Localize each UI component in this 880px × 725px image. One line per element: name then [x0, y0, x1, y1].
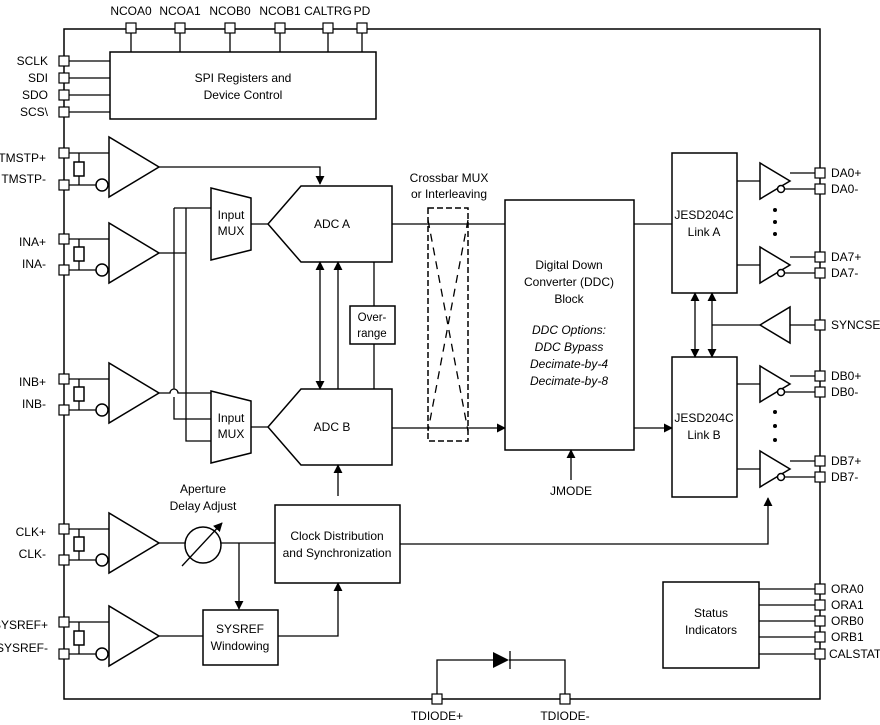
input-mux-b: Input MUX [210, 390, 252, 464]
pin-label-db0-minus: DB0- [831, 385, 858, 399]
sysref-windowing-block: SYSREF Windowing [202, 609, 279, 666]
pin-label-ncoa1: NCOA1 [159, 4, 201, 18]
ddc-block: Digital Down Converter (DDC) Block DDC O… [504, 199, 635, 451]
jesd-link-a: JESD204C Link A [671, 152, 738, 294]
clock-label-line2: and Synchronization [283, 546, 392, 560]
mux-b-label-line2: MUX [218, 427, 245, 441]
spi-title-line1: SPI Registers and [195, 71, 292, 85]
adc-a-label: ADC A [314, 217, 350, 231]
pin-label-pd: PD [354, 4, 371, 18]
overrange-label-line2: range [357, 328, 386, 340]
pin-label-db7-plus: DB7+ [831, 454, 861, 468]
mux-b-label-line1: Input [218, 411, 245, 425]
status-label-line1: Status [694, 606, 728, 620]
status-block: Status Indicators ORA0 ORA1 ORB0 ORB1 CA… [662, 581, 880, 669]
syncse-input: SYNCSE\ [758, 305, 880, 345]
da-outputs: DA0+ DA0- DA7+ DA7- [737, 161, 861, 285]
crossbar-block: Crossbar MUX or Interleaving [392, 171, 505, 442]
pin-label-calstat: CALSTAT [829, 647, 880, 661]
aperture-label-line2: Delay Adjust [170, 499, 237, 513]
spi-block: SPI Registers and Device Control [109, 51, 377, 120]
pin-label-orb1: ORB1 [831, 630, 864, 644]
mux-wiring [159, 207, 211, 442]
pin-label-tdiode-plus: TDIODE+ [411, 709, 463, 723]
db-outputs: DB0+ DB0- DB7+ DB7- [737, 364, 861, 489]
pin-label-sclk: SCLK [17, 54, 48, 68]
input-mux-a: Input MUX [210, 187, 252, 261]
pin-label-ina-minus: INA- [22, 257, 46, 271]
ina-input: INA+ INA- [19, 221, 161, 285]
sysref-win-line1: SYSREF [216, 622, 264, 636]
adc-b-label: ADC B [314, 420, 351, 434]
top-pins: NCOA0 NCOA1 NCOB0 NCOB1 CALTRG PD [110, 4, 371, 52]
inb-input: INB+ INB- [19, 361, 161, 425]
temp-diode: TDIODE+ TDIODE- [411, 651, 590, 723]
clock-distribution-block: Clock Distribution and Synchronization [274, 504, 401, 584]
pin-label-ora1: ORA1 [831, 598, 864, 612]
sysref-input: SYSREF+ SYSREF- [0, 604, 161, 668]
adc-a-block: ADC A [267, 185, 393, 263]
overrange-block: Over- range [349, 262, 396, 389]
overrange-label-line1: Over- [358, 312, 387, 324]
clock-label-line1: Clock Distribution [290, 529, 383, 543]
ddc-options-line4: Decimate-by-8 [530, 374, 608, 388]
pin-label-tmstp-plus: TMSTP+ [0, 151, 46, 165]
pin-label-db0-plus: DB0+ [831, 369, 861, 383]
pin-label-ora0: ORA0 [831, 582, 864, 596]
crossbar-label-line1: Crossbar MUX [410, 171, 489, 185]
pin-label-sysref-minus: SYSREF- [0, 641, 48, 655]
ddc-options-line1: DDC Options: [532, 323, 606, 337]
pin-label-sdi: SDI [28, 71, 48, 85]
ddc-title-line1: Digital Down [535, 258, 602, 272]
pin-label-ncoa0: NCOA0 [110, 4, 152, 18]
pin-label-orb0: ORB0 [831, 614, 864, 628]
pin-label-inb-plus: INB+ [19, 375, 46, 389]
jesd-link-b: JESD204C Link B [671, 356, 738, 498]
pin-label-scs: SCS\ [20, 105, 49, 119]
spi-pins: SCLK SDI SDO SCS\ [17, 54, 110, 119]
tmstp-input: TMSTP+ TMSTP- [0, 135, 161, 199]
spi-title-line2: Device Control [204, 88, 283, 102]
pin-label-sysref-plus: SYSREF+ [0, 618, 48, 632]
pin-label-clk-plus: CLK+ [16, 525, 46, 539]
pin-label-tdiode-minus: TDIODE- [540, 709, 589, 723]
clk-input: CLK+ CLK- [16, 511, 161, 575]
mux-a-label-line1: Input [218, 208, 245, 222]
pin-label-da7-minus: DA7- [831, 266, 858, 280]
aperture-delay: Aperture Delay Adjust [170, 482, 237, 567]
status-label-line2: Indicators [685, 623, 737, 637]
link-b-line1: JESD204C [674, 411, 734, 425]
pin-label-ncob0: NCOB0 [209, 4, 251, 18]
pin-label-clk-minus: CLK- [19, 547, 46, 561]
ddc-options-line2: DDC Bypass [535, 340, 604, 354]
pin-label-db7-minus: DB7- [831, 470, 858, 484]
ddc-title-line2: Converter (DDC) [524, 275, 614, 289]
pin-label-inb-minus: INB- [22, 397, 46, 411]
pin-label-sdo: SDO [22, 88, 48, 102]
link-b-line2: Link B [687, 428, 720, 442]
ddc-title-line3: Block [554, 292, 584, 306]
sysref-win-line2: Windowing [211, 639, 270, 653]
pin-label-caltrg: CALTRG [304, 4, 352, 18]
pin-label-da7-plus: DA7+ [831, 250, 861, 264]
pin-label-ina-plus: INA+ [19, 235, 46, 249]
pin-label-tmstp-minus: TMSTP- [1, 172, 46, 186]
ddc-options-line3: Decimate-by-4 [530, 357, 608, 371]
pin-label-syncse: SYNCSE\ [831, 318, 880, 332]
link-a-line1: JESD204C [674, 208, 734, 222]
adc-b-block: ADC B [267, 388, 393, 466]
pin-label-ncob1: NCOB1 [259, 4, 301, 18]
jmode-label: JMODE [550, 484, 592, 498]
mux-a-label-line2: MUX [218, 224, 245, 238]
pin-label-da0-plus: DA0+ [831, 166, 861, 180]
aperture-label-line1: Aperture [180, 482, 226, 496]
pin-label-da0-minus: DA0- [831, 182, 858, 196]
link-a-line2: Link A [688, 225, 721, 239]
crossbar-label-line2: or Interleaving [411, 187, 487, 201]
